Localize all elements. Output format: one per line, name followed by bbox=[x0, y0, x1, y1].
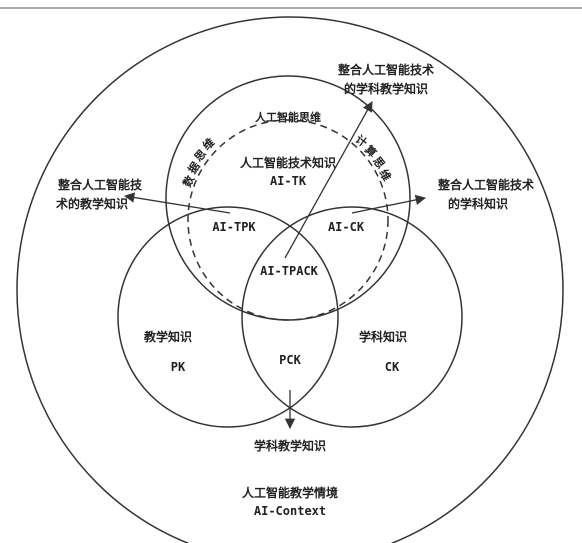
ck-circle bbox=[241, 206, 463, 428]
ai-thinking-label: 人工智能思维 bbox=[255, 110, 321, 124]
arrow-top-label-line2: 的学科教学知识 bbox=[344, 81, 428, 96]
aitpack-label: AI-TPACK bbox=[260, 264, 319, 278]
pck-label: PCK bbox=[279, 353, 301, 367]
ck-label-en: CK bbox=[385, 360, 400, 374]
aitk-label-cn: 人工智能技术知识 bbox=[240, 155, 336, 170]
arrow-left-label-line1: 整合人工智能技 bbox=[57, 177, 143, 192]
arrow-bottom-label: 学科教学知识 bbox=[254, 438, 326, 453]
aitk-label-en: AI-TK bbox=[270, 174, 307, 188]
context-circle bbox=[16, 16, 564, 543]
arrow-to-top bbox=[284, 101, 373, 259]
arrow-right-label-line2: 的学科知识 bbox=[448, 196, 508, 211]
pk-label-en: PK bbox=[171, 360, 186, 374]
arrow-top-label-line1: 整合人工智能技术 bbox=[337, 62, 434, 77]
pk-label-cn: 教学知识 bbox=[143, 329, 192, 344]
context-label-cn: 人工智能教学情境 bbox=[242, 485, 338, 500]
arrow-to-right bbox=[351, 194, 427, 214]
arrow-to-left bbox=[123, 192, 231, 214]
aitpk-label: AI-TPK bbox=[212, 220, 256, 234]
ai-thinking-dashed-circle bbox=[187, 119, 389, 321]
pk-circle bbox=[117, 206, 339, 428]
aick-label: AI-CK bbox=[328, 220, 365, 234]
ck-label-cn: 学科知识 bbox=[359, 329, 407, 344]
arrow-right-label-line1: 整合人工智能技术 bbox=[437, 177, 534, 192]
context-label-en: AI-Context bbox=[254, 504, 326, 518]
arrow-left-label-line2: 术的教学知识 bbox=[55, 196, 128, 211]
